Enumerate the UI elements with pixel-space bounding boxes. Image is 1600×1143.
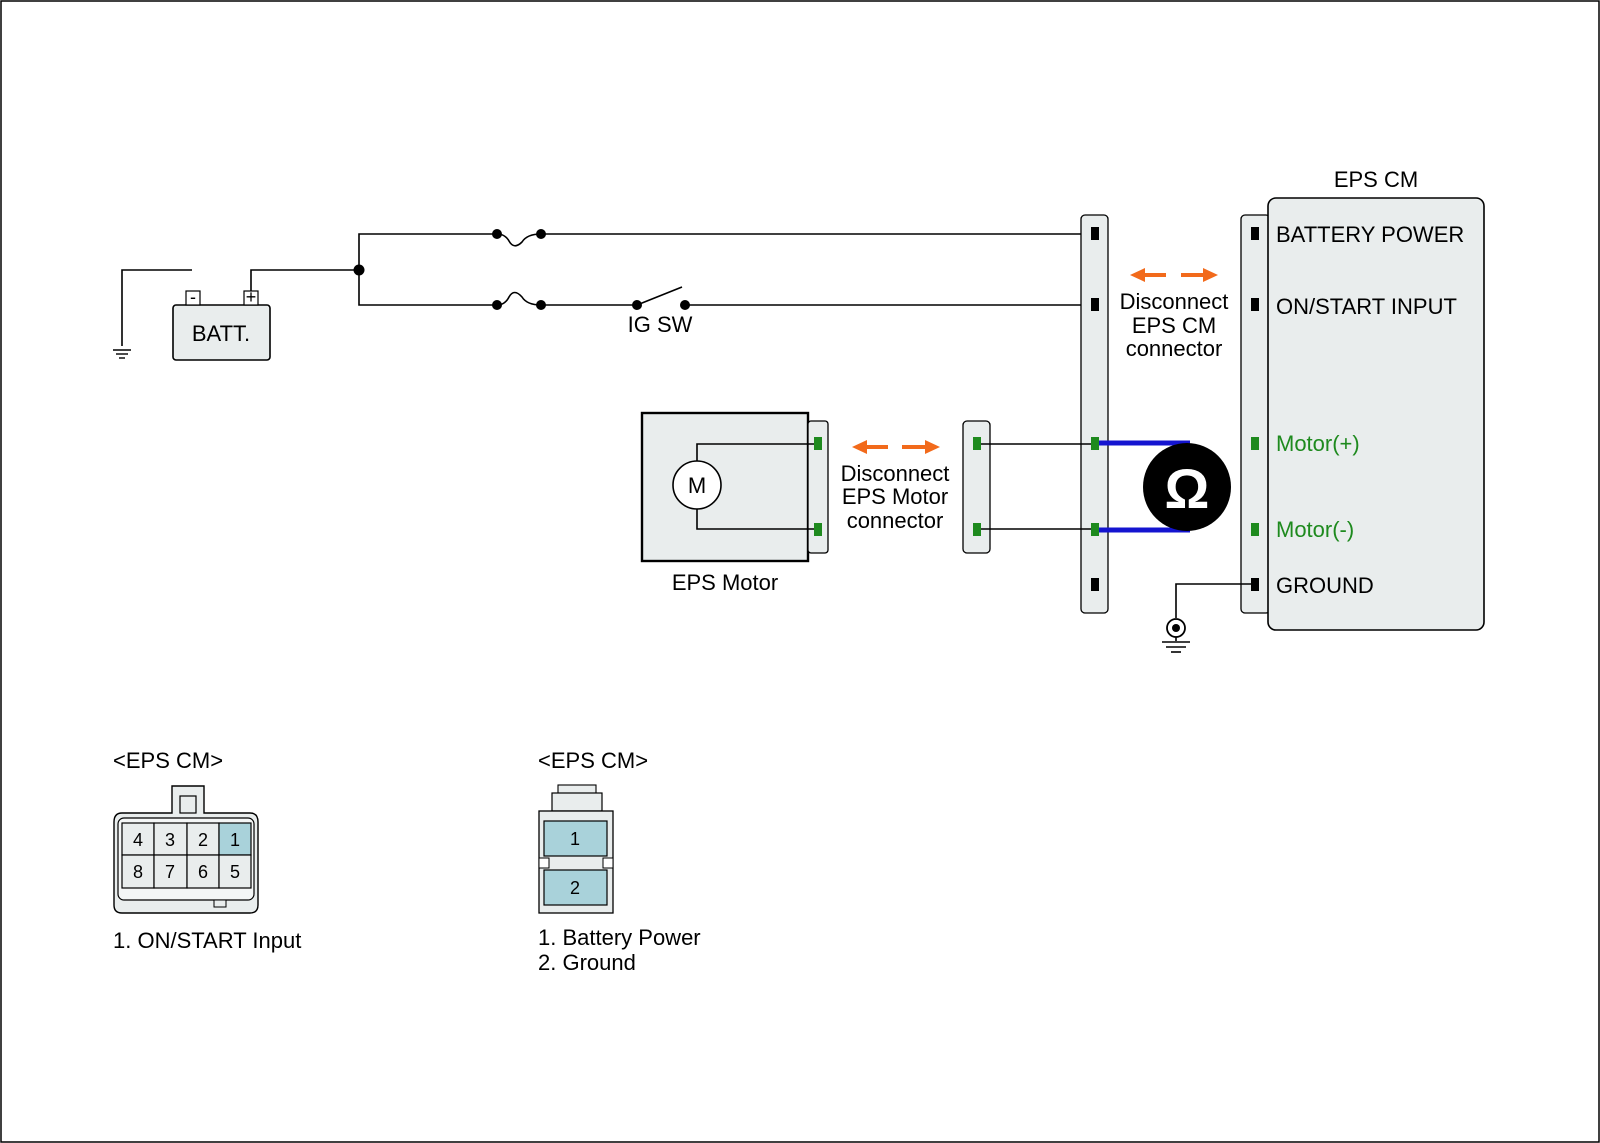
disconnect-cm-line2: EPS CM xyxy=(1132,313,1216,338)
disconnect-motor-line2: EPS Motor xyxy=(842,484,948,509)
chassis-ground-symbol xyxy=(1162,583,1251,653)
battery-ground-symbol xyxy=(113,269,192,359)
disconnect-cm-arrows xyxy=(1130,268,1218,282)
eps-cm-pin-battery-power: BATTERY POWER xyxy=(1276,222,1464,247)
disconnect-cm-line1: Disconnect xyxy=(1120,289,1229,314)
connector-2pin-legend-item: 1. Battery Power xyxy=(538,925,701,950)
connector-8pin-legend-item: 1. ON/START Input xyxy=(113,928,301,953)
eps-motor-label: EPS Motor xyxy=(672,570,778,595)
harness-connector xyxy=(1080,214,1109,614)
fuse-battery-power xyxy=(492,229,546,247)
disconnect-motor-arrows xyxy=(852,440,940,454)
eps-motor-box xyxy=(640,411,810,563)
connector-8pin-pin: 7 xyxy=(165,862,175,882)
eps-cm-pin-ground: GROUND xyxy=(1276,573,1374,598)
connector-2pin-title: <EPS CM> xyxy=(538,748,648,773)
connector-8pin-title: <EPS CM> xyxy=(113,748,223,773)
ohmmeter-symbol-glyph: Ω xyxy=(1165,457,1210,520)
eps-cm-title: EPS CM xyxy=(1334,167,1418,192)
eps-cm-pin-on-start-input: ON/START INPUT xyxy=(1276,294,1457,319)
disconnect-motor-line1: Disconnect xyxy=(841,461,950,486)
ignition-switch-label: IG SW xyxy=(628,312,693,337)
connector-2pin-pin: 2 xyxy=(570,878,580,898)
connector-8pin-pin: 3 xyxy=(165,830,175,850)
eps-cm-connector xyxy=(1240,214,1271,614)
ignition-switch xyxy=(632,286,690,310)
connector-8pin-pin: 5 xyxy=(230,862,240,882)
ohmmeter-symbol xyxy=(1143,443,1231,531)
connector-8pin-pin: 1 xyxy=(230,830,240,850)
connector-8pin-pin: 8 xyxy=(133,862,143,882)
battery-minus-terminal xyxy=(185,290,201,306)
connector-2pin-pin: 1 xyxy=(570,829,580,849)
disconnect-cm-line3: connector xyxy=(1126,336,1223,361)
connector-8pin xyxy=(113,785,259,914)
eps-cm-pin-motor-minus: Motor(-) xyxy=(1276,517,1354,542)
fuse-ignition xyxy=(492,291,546,310)
disconnect-motor-line3: connector xyxy=(847,508,944,533)
motor-symbol-letter: M xyxy=(688,473,706,498)
motor-harness-connector xyxy=(962,420,991,554)
battery-plus-sign: + xyxy=(246,287,257,307)
battery-minus-sign: - xyxy=(190,287,196,307)
motor-symbol xyxy=(672,460,722,510)
connector-8pin-pin: 6 xyxy=(198,862,208,882)
battery-label: BATT. xyxy=(192,321,250,346)
eps-cm-pin-motor-plus: Motor(+) xyxy=(1276,431,1360,456)
eps-cm-module xyxy=(1267,197,1485,631)
connector-2pin-legend-item: 2. Ground xyxy=(538,950,636,975)
battery: - + BATT. xyxy=(172,287,271,361)
connector-8pin-pin: 2 xyxy=(198,830,208,850)
connector-8pin-pin: 4 xyxy=(133,830,143,850)
connector-2pin xyxy=(538,784,614,914)
eps-motor-connector xyxy=(807,420,829,554)
